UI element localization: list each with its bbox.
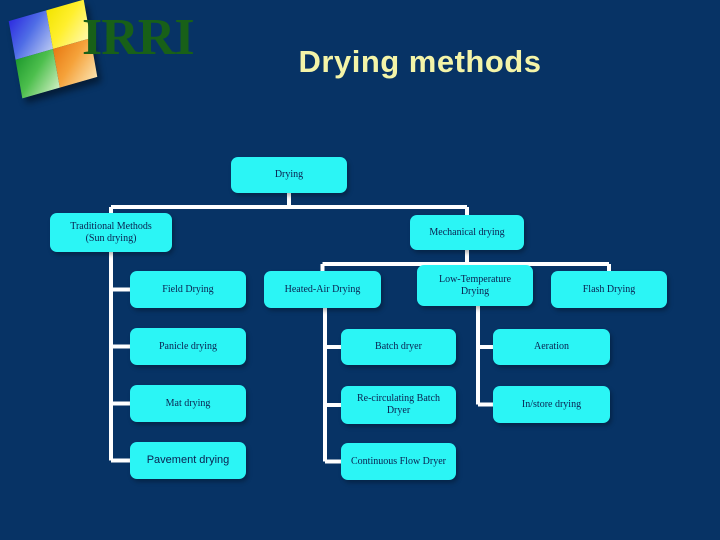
flow-node-label: Mechanical drying — [429, 226, 505, 238]
flow-node-instore-drying[interactable]: In/store drying — [493, 386, 610, 423]
flow-node-label: Panicle drying — [158, 340, 218, 352]
flow-node-aeration[interactable]: Aeration — [493, 329, 610, 365]
flow-node-label: Batch dryer — [375, 341, 422, 353]
flow-node-panicle-drying[interactable]: Panicle drying — [130, 328, 246, 365]
flow-node-flash-drying[interactable]: Flash Drying — [551, 271, 667, 308]
flow-node-label: Aeration — [534, 341, 569, 353]
flow-node-field-drying[interactable]: Field Drying — [130, 271, 246, 308]
flow-node-label: Field Drying — [162, 283, 214, 295]
logo-wordmark: IRRI — [82, 9, 195, 66]
page-title: Drying methods — [298, 44, 542, 79]
flow-node-heated-air[interactable]: Heated-Air Drying — [264, 271, 381, 308]
flow-node-pavement-drying[interactable]: Pavement drying — [130, 442, 246, 479]
flow-node-mat-drying[interactable]: Mat drying — [130, 385, 246, 422]
irri-logo: IRRI — [8, 0, 195, 104]
flow-node-label: Pavement drying — [146, 454, 230, 467]
flow-node-label: In/store drying — [521, 398, 582, 410]
flow-node-label: Heated-Air Drying — [284, 283, 361, 295]
flow-node-label: Continuous Flow Dryer — [351, 455, 446, 467]
flow-node-label: Flash Drying — [582, 283, 636, 295]
flow-node-continuous-flow[interactable]: Continuous Flow Dryer — [341, 443, 456, 480]
flow-node-drying[interactable]: Drying — [231, 157, 347, 193]
flow-node-label: Drying — [274, 169, 304, 181]
flow-node-label: Traditional Methods(Sun drying) — [70, 220, 152, 244]
flow-node-label: Mat drying — [165, 397, 211, 409]
flow-node-mechanical[interactable]: Mechanical drying — [410, 215, 524, 250]
flow-node-traditional[interactable]: Traditional Methods(Sun drying) — [50, 213, 172, 252]
flow-node-batch-dryer[interactable]: Batch dryer — [341, 329, 456, 365]
